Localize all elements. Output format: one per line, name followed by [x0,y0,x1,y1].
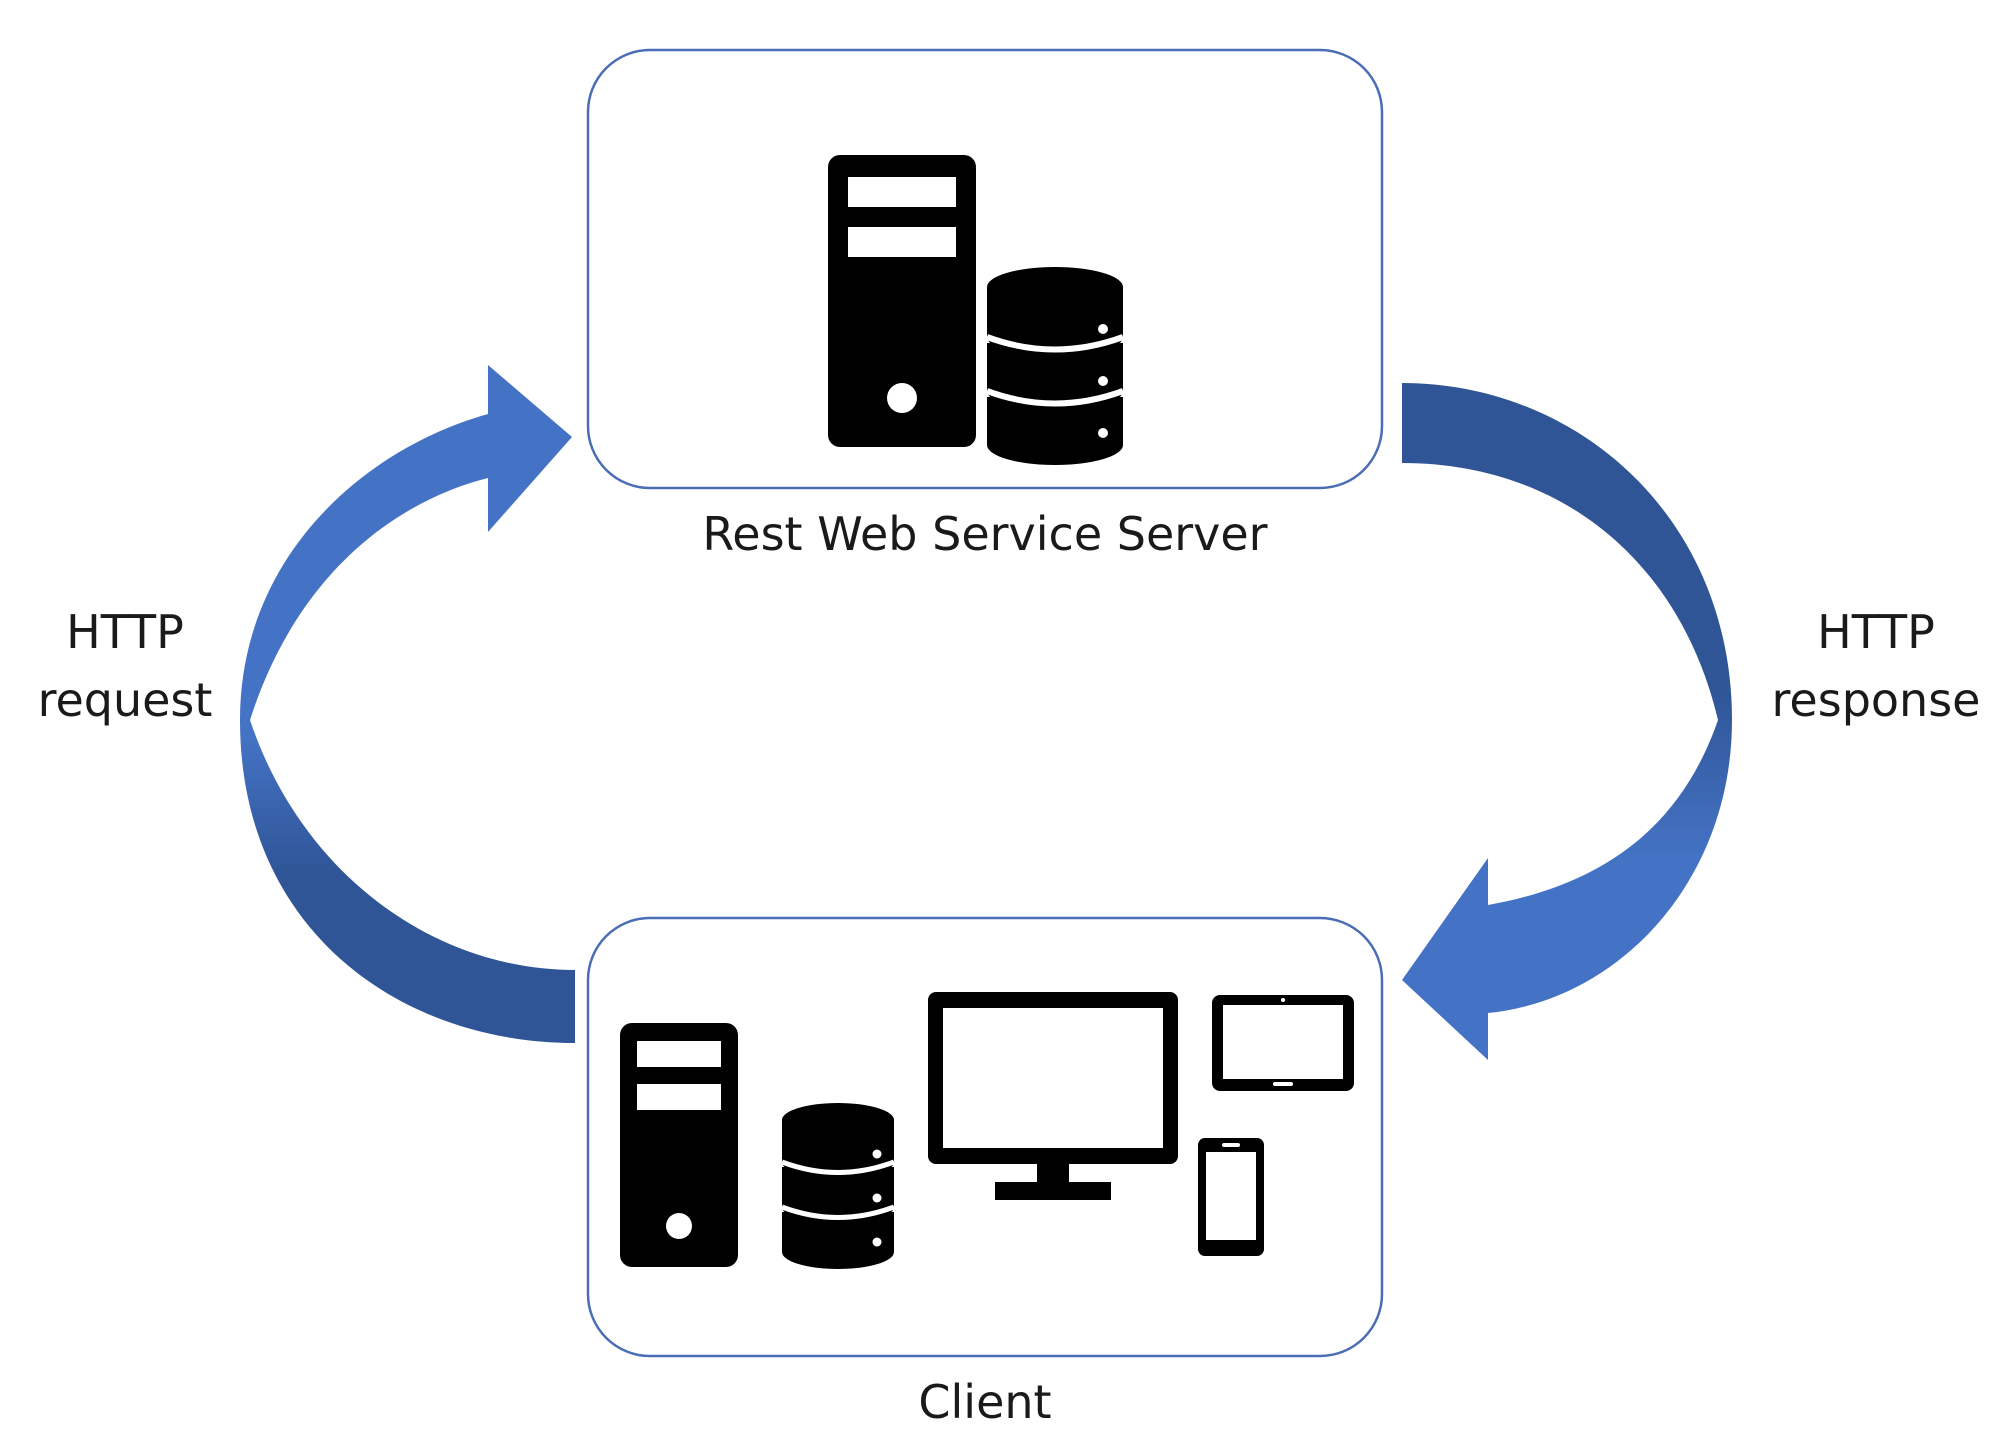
database-icon [781,1103,895,1269]
server-box [586,48,1384,490]
http-request-label-line2: request [38,673,213,727]
monitor-icon [928,992,1178,1200]
smartphone-icon [1198,1138,1264,1256]
http-response-label-line2: response [1772,673,1981,727]
http-request-label-line1: HTTP [66,605,184,659]
client-label: Client [918,1375,1051,1429]
database-icon [985,267,1125,465]
client-box [586,916,1384,1358]
server-tower-icon [620,1023,738,1267]
tablet-icon [1212,995,1354,1091]
http-response-arrow [1402,383,1732,1060]
http-request-arrow [240,365,575,1043]
server-tower-icon [828,155,976,447]
http-response-label-line1: HTTP [1817,605,1935,659]
server-label: Rest Web Service Server [702,507,1267,561]
